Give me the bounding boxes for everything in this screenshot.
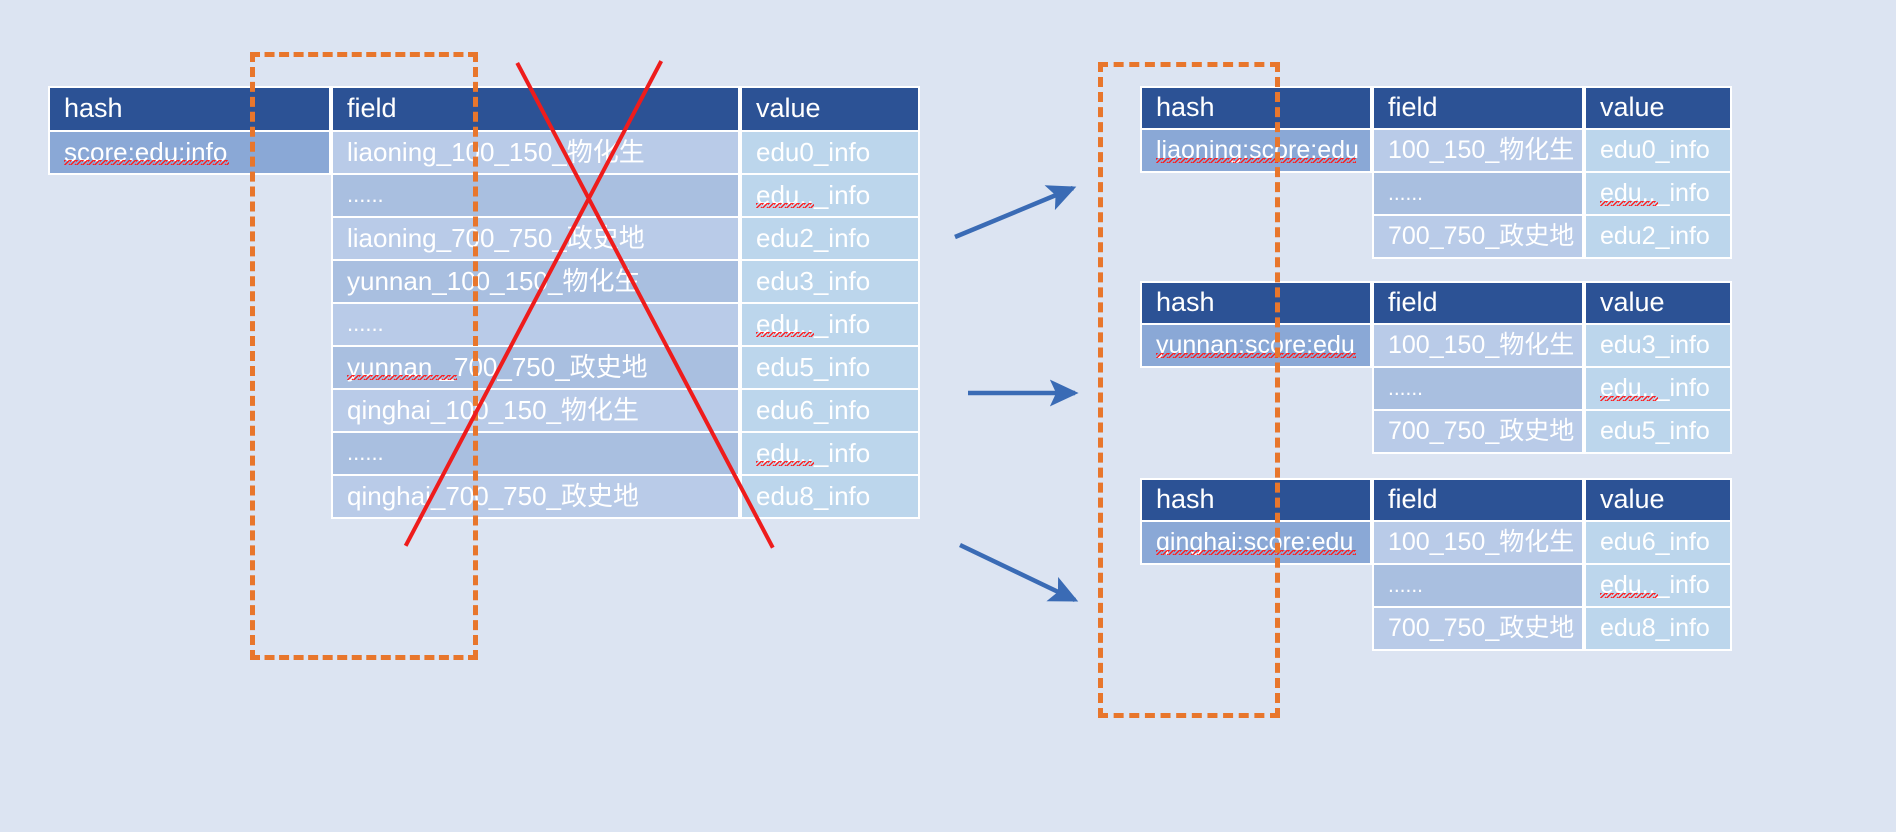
right-value-cell: edu8_info	[1584, 608, 1732, 651]
arrow-to-qinghai-table	[959, 542, 1079, 603]
dashed-highlight-box-left	[250, 52, 478, 660]
left-field-cell: ......	[331, 304, 740, 347]
right-table-row: ......edu.._info	[1140, 173, 1732, 216]
right-table-row: ......edu.._info	[1140, 565, 1732, 608]
right-col-header-field: field	[1372, 86, 1584, 130]
left-value-cell: edu6_info	[740, 390, 920, 433]
right-field-cell: ......	[1372, 565, 1584, 608]
right-value-cell: edu5_info	[1584, 411, 1732, 454]
right-value-cell: edu.._info	[1584, 565, 1732, 608]
right-col-header-value: value	[1584, 281, 1732, 325]
right-hash-key-cell: yunnan:score:edu	[1140, 325, 1372, 368]
right-value-cell: edu2_info	[1584, 216, 1732, 259]
left-field-cell: liaoning_100_150_物化生	[331, 132, 740, 175]
right-table-row: ......edu.._info	[1140, 368, 1732, 411]
right-field-cell: 700_750_政史地	[1372, 608, 1584, 651]
right-hash-key-cell: liaoning:score:edu	[1140, 130, 1372, 173]
left-field-cell: ......	[331, 175, 740, 218]
left-value-cell: edu2_info	[740, 218, 920, 261]
right-col-header-value: value	[1584, 86, 1732, 130]
left-table-row: ......edu.._info	[48, 304, 920, 347]
left-table-row: ......edu.._info	[48, 433, 920, 476]
dashed-highlight-box-right	[1098, 62, 1280, 718]
left-value-cell: edu5_info	[740, 347, 920, 390]
arrow-to-liaoning-table	[954, 185, 1077, 240]
left-col-header-hash: hash	[48, 86, 331, 132]
right-field-cell: 700_750_政史地	[1372, 216, 1584, 259]
left-field-cell: liaoning_700_750_政史地	[331, 218, 740, 261]
left-value-cell: edu0_info	[740, 132, 920, 175]
right-col-header-value: value	[1584, 478, 1732, 522]
right-value-cell: edu3_info	[1584, 325, 1732, 368]
right-field-cell: 100_150_物化生	[1372, 130, 1584, 173]
right-field-cell: 100_150_物化生	[1372, 522, 1584, 565]
right-hash-key-cell: qinghai:score:edu	[1140, 522, 1372, 565]
right-field-cell: 100_150_物化生	[1372, 325, 1584, 368]
left-col-header-value: value	[740, 86, 920, 132]
right-value-cell: edu0_info	[1584, 130, 1732, 173]
left-field-cell: qinghai_700_750_政史地	[331, 476, 740, 519]
left-field-cell: qinghai_100_150_物化生	[331, 390, 740, 433]
right-col-header-field: field	[1372, 478, 1584, 522]
left-value-cell: edu.._info	[740, 304, 920, 347]
left-value-cell: edu.._info	[740, 433, 920, 476]
left-value-cell: edu3_info	[740, 261, 920, 304]
right-value-cell: edu.._info	[1584, 173, 1732, 216]
right-field-cell: 700_750_政史地	[1372, 411, 1584, 454]
right-col-header-hash: hash	[1140, 281, 1372, 325]
right-field-cell: ......	[1372, 173, 1584, 216]
right-field-cell: ......	[1372, 368, 1584, 411]
right-value-cell: edu6_info	[1584, 522, 1732, 565]
right-value-cell: edu.._info	[1584, 368, 1732, 411]
left-table-row: ......edu.._info	[48, 175, 920, 218]
left-field-cell: ......	[331, 433, 740, 476]
left-hash-key-cell: score:edu:info	[48, 132, 331, 175]
right-col-header-hash: hash	[1140, 478, 1372, 522]
left-value-cell: edu8_info	[740, 476, 920, 519]
right-col-header-field: field	[1372, 281, 1584, 325]
left-value-cell: edu.._info	[740, 175, 920, 218]
right-col-header-hash: hash	[1140, 86, 1372, 130]
